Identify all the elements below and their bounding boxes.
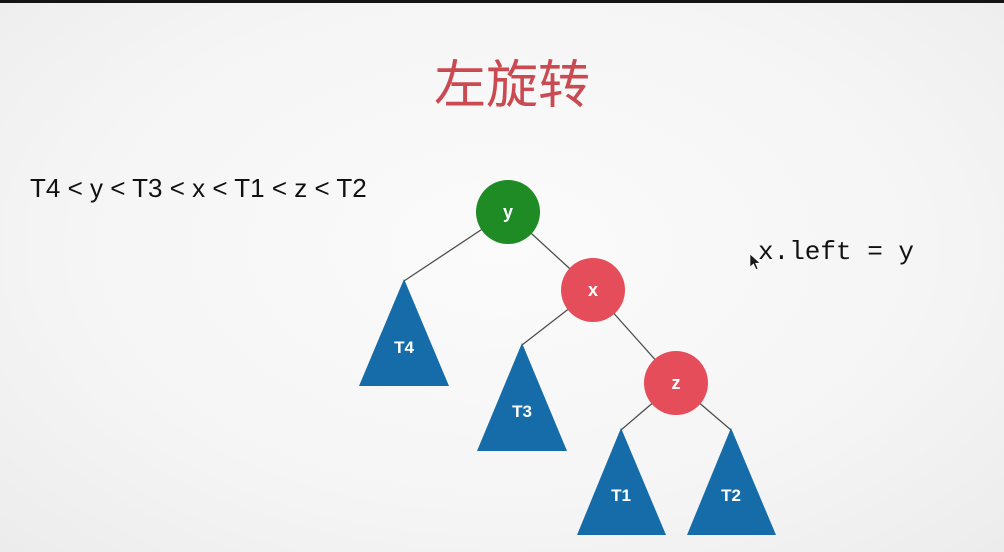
- node-z-label: z: [672, 373, 681, 393]
- subtree-t3-triangle: [477, 343, 567, 451]
- code-text: x.left = y: [758, 237, 915, 267]
- subtree-t2: T2: [687, 428, 776, 535]
- node-x-circle: [561, 258, 625, 322]
- subtree-t2-triangle: [687, 428, 776, 535]
- node-z-circle: [644, 351, 708, 415]
- node-z: z: [644, 351, 708, 415]
- subtree-t1-triangle: [577, 428, 666, 535]
- subtree-t4-triangle: [359, 279, 449, 386]
- subtree-t1-label: T1: [611, 486, 631, 505]
- node-y-circle: [476, 180, 540, 244]
- top-border: [0, 0, 1004, 3]
- subtree-t1: T1: [577, 428, 666, 535]
- node-y-label: y: [503, 202, 513, 222]
- subtree-t3: T3: [477, 343, 567, 451]
- ordering-text: T4 < y < T3 < x < T1 < z < T2: [30, 173, 367, 203]
- subtree-t4: T4: [359, 279, 449, 386]
- mouse-cursor-icon: [749, 253, 761, 270]
- subtree-t3-label: T3: [512, 402, 532, 421]
- subtree-t4-label: T4: [394, 338, 414, 357]
- slide-title: 左旋转: [433, 56, 590, 116]
- node-x: x: [561, 258, 625, 322]
- node-x-label: x: [588, 280, 598, 300]
- node-y: y: [476, 180, 540, 244]
- subtree-t2-label: T2: [721, 486, 741, 505]
